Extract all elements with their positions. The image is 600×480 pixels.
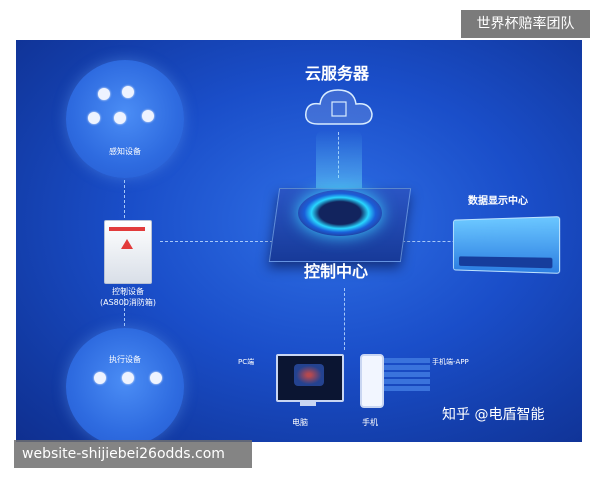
connector-control-to-center: [160, 241, 278, 242]
pc-dashboard-map: [294, 364, 324, 386]
pc-stand: [300, 400, 316, 406]
control-device-label: 控制设备: [112, 287, 144, 296]
phone-device: [360, 354, 384, 408]
control-device-model: (AS800消防箱): [99, 298, 157, 307]
warning-icon: [121, 239, 133, 249]
control-device-indicator: [109, 227, 145, 231]
app-feature-item: [384, 365, 430, 370]
app-feature-item: [384, 386, 430, 391]
app-feature-item: [384, 372, 430, 377]
app-feature-list: [384, 358, 430, 404]
sensor-icon: [122, 86, 134, 98]
control-device-box: [104, 220, 152, 284]
connector-center-to-display: [392, 241, 496, 242]
data-display-center-label: 数据显示中心: [468, 196, 528, 207]
pc-monitor: [276, 354, 344, 402]
execution-devices-label: 执行设备: [109, 355, 141, 364]
sensor-icon: [114, 112, 126, 124]
connector-center-to-terminals: [344, 288, 345, 350]
control-center-label: 控制中心: [304, 262, 369, 281]
sensor-icon: [88, 112, 100, 124]
app-feature-item: [384, 379, 430, 384]
mobile-app-label: 手机端-APP: [432, 358, 469, 366]
control-center-ring: [298, 190, 382, 236]
diagram-panel: 感知设备 控制设备 (AS800消防箱) 执行设备 云服务器 控制中心 数据显示…: [16, 40, 582, 442]
pc-label: PC端: [238, 358, 255, 366]
watermark-top: 世界杯赔率团队: [461, 10, 590, 38]
app-feature-item: [384, 358, 430, 363]
sensing-devices-circle: 感知设备: [66, 60, 184, 178]
connector-control-to-execution: [124, 288, 125, 346]
camera-icon: [122, 372, 134, 384]
alarm-icon: [94, 372, 106, 384]
computer-label: 电脑: [292, 418, 308, 427]
phone-label: 手机: [362, 418, 378, 427]
data-display-screen: [452, 216, 561, 274]
brand-label: 知乎 @电盾智能: [442, 407, 545, 423]
sensing-devices-label: 感知设备: [109, 147, 141, 156]
cloud-icon: [305, 89, 373, 125]
cloud-server-label: 云服务器: [305, 64, 370, 83]
execution-devices-circle: 执行设备: [66, 328, 184, 442]
watermark-bottom: website-shijiebei26odds.com: [14, 440, 252, 468]
display-console: [458, 256, 553, 269]
sprinkler-icon: [150, 372, 162, 384]
sensor-icon: [142, 110, 154, 122]
sensor-icon: [98, 88, 110, 100]
connector-sensing-to-control: [124, 160, 125, 248]
